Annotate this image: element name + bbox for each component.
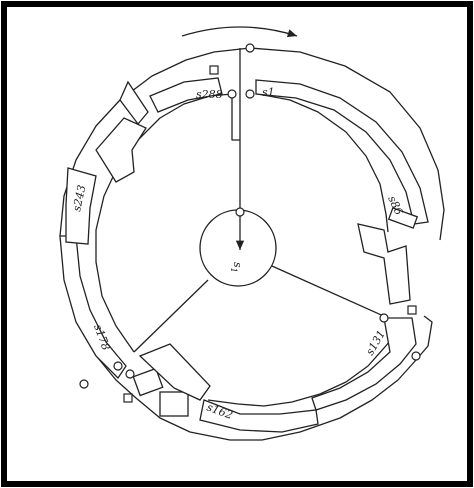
inner-ring: [95, 93, 405, 407]
connector-top-left: [209, 65, 219, 75]
segment-band-upper-left: [95, 117, 147, 183]
outer-bus-ring: [59, 47, 445, 441]
junction-top: [245, 43, 255, 53]
segment-band-s162: [199, 399, 319, 433]
junction-right: [379, 313, 389, 323]
segment-band-s1: [255, 79, 429, 225]
junction-lower-left-inner: [125, 369, 135, 379]
label-s1: s1: [262, 86, 275, 99]
label-s243: s243: [70, 184, 88, 213]
connector-lower-left: [123, 393, 133, 403]
segment-block-lower-1: [159, 391, 189, 417]
segment-band-right: [357, 223, 411, 305]
segment-band-s288: [149, 77, 223, 113]
feed-line-top-left: [231, 94, 240, 141]
segment-band-lower-left: [138, 343, 211, 401]
junction-lower-left-outer: [79, 379, 89, 389]
label-s288: s288: [196, 88, 223, 101]
segment-band-s178: [59, 235, 127, 380]
center-label-sub: 1: [229, 268, 238, 273]
junction-hub-top: [235, 207, 245, 217]
junction-lower-left: [113, 361, 123, 371]
segment-band-s131: [311, 317, 417, 411]
junction-right-outer: [411, 351, 421, 361]
radial-line-right: [271, 265, 389, 319]
connector-right: [407, 305, 417, 315]
radial-line-lower-left: [133, 279, 209, 353]
rotation-arrow: [181, 26, 298, 38]
segment-band-s243: [65, 167, 97, 245]
center-label: s1: [229, 262, 244, 273]
label-s131: s131: [363, 328, 388, 358]
segment-band-upper-left-2: [119, 80, 149, 126]
junction-s1: [245, 89, 255, 99]
center-label-main: s: [231, 262, 244, 268]
segment-block-s86: [387, 207, 419, 229]
junction-s288: [227, 89, 237, 99]
segment-block-lower-2: [132, 367, 164, 397]
center-hub: [199, 209, 277, 287]
